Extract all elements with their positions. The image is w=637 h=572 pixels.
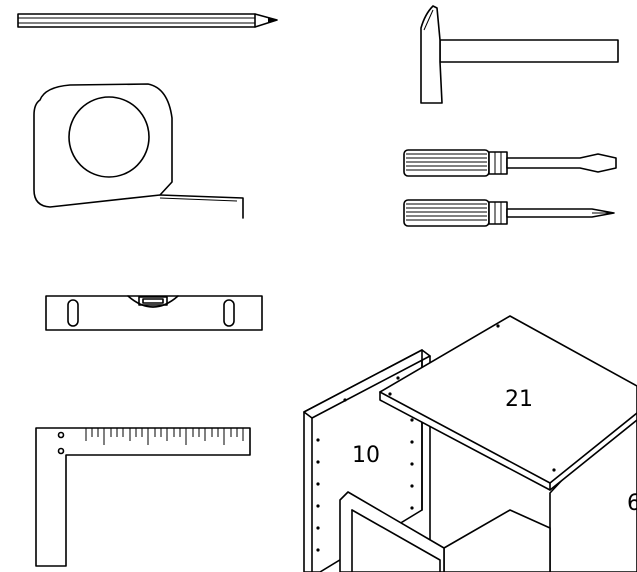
hammer-icon bbox=[420, 5, 619, 104]
phillips-screwdriver-icon bbox=[403, 199, 615, 227]
try-square-icon bbox=[35, 427, 251, 567]
right-panel-label: 6 bbox=[627, 491, 637, 516]
cabinet-assembly bbox=[303, 315, 637, 572]
tape-measure-icon bbox=[33, 83, 244, 219]
pencil-icon bbox=[17, 13, 278, 28]
flathead-screwdriver-icon bbox=[403, 149, 617, 177]
top-panel-label: 21 bbox=[505, 387, 533, 412]
spirit-level-icon bbox=[45, 295, 263, 331]
top-panel-21 bbox=[379, 315, 637, 491]
side-panel-label: 10 bbox=[352, 443, 380, 468]
bottom-shelf bbox=[443, 509, 551, 572]
